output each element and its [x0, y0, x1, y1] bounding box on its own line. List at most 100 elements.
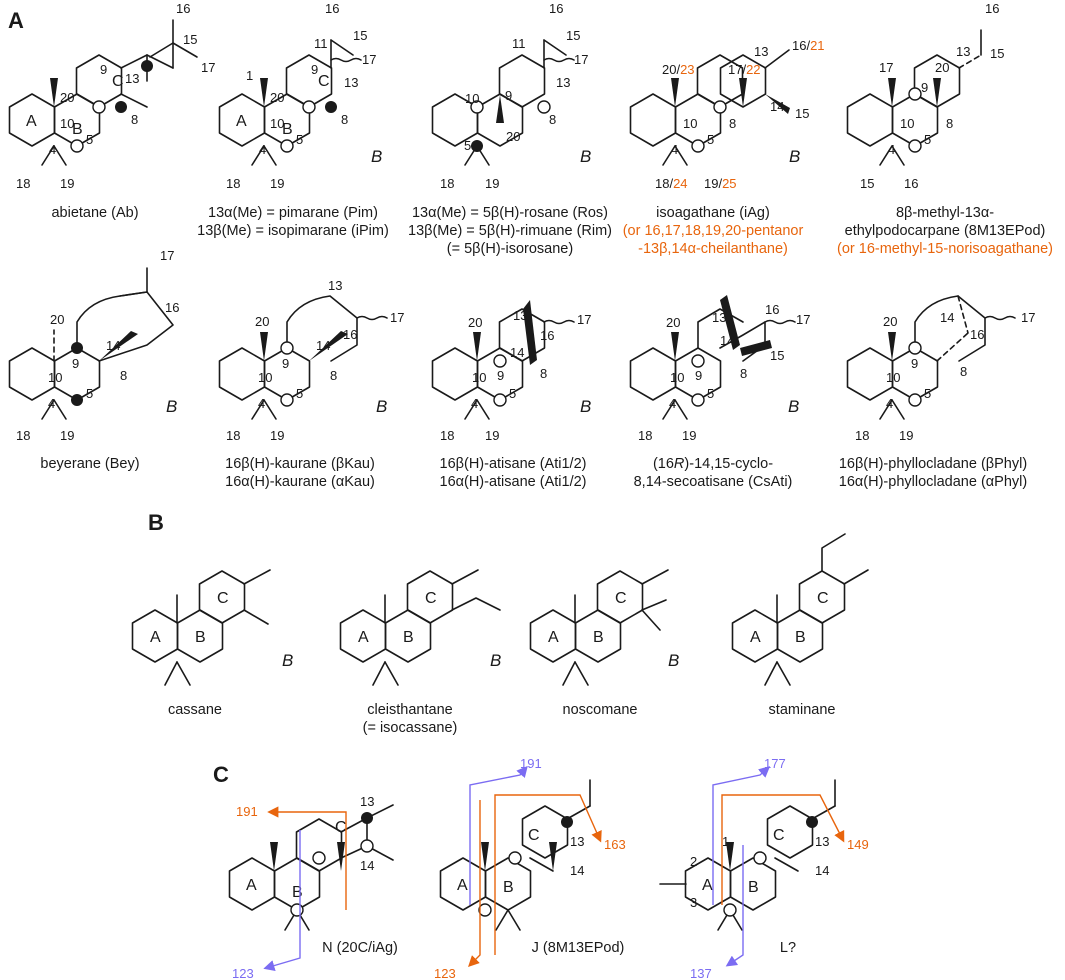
svg-text:9: 9 [911, 356, 918, 371]
panel-label-a: A [8, 8, 24, 33]
svg-text:4: 4 [888, 142, 895, 157]
svg-text:14: 14 [106, 338, 120, 353]
caption-8m13epod-1: 8β-methyl-13α- [896, 205, 994, 221]
caption-isoagathane-3: -13β,14α-cheilanthane) [638, 241, 788, 257]
svg-text:19: 19 [60, 428, 74, 443]
svg-text:A: A [150, 629, 161, 646]
svg-text:9: 9 [505, 88, 512, 103]
svg-text:16: 16 [176, 1, 190, 16]
svg-text:10: 10 [683, 116, 697, 131]
caption-rosane-3: (= 5β(H)-isorosane) [447, 241, 573, 257]
svg-text:18: 18 [16, 428, 30, 443]
svg-text:123: 123 [434, 966, 456, 980]
svg-text:10: 10 [465, 91, 479, 106]
caption-noscomane: noscomane [563, 702, 638, 718]
svg-text:B: B [795, 629, 806, 646]
svg-text:19: 19 [60, 176, 74, 191]
svg-text:4: 4 [49, 142, 56, 157]
svg-text:4: 4 [669, 396, 676, 411]
svg-text:5: 5 [509, 386, 516, 401]
svg-text:17: 17 [390, 310, 404, 325]
svg-text:14: 14 [360, 858, 374, 873]
svg-text:19: 19 [270, 428, 284, 443]
caption-phyllocladane-1: 16β(H)-phyllocladane (βPhyl) [839, 456, 1027, 472]
svg-text:8: 8 [946, 116, 953, 131]
svg-text:C: C [615, 590, 627, 607]
cleisthantane-b-marker: B [490, 651, 501, 670]
caption-rosane-1: 13α(Me) = 5β(H)-rosane (Ros) [412, 205, 608, 221]
svg-text:20: 20 [935, 60, 949, 75]
svg-text:B: B [748, 879, 759, 896]
svg-text:17: 17 [574, 52, 588, 67]
svg-text:14: 14 [510, 345, 524, 360]
svg-text:13: 13 [754, 44, 768, 59]
svg-text:8: 8 [131, 112, 138, 127]
fragment-l-label: L? [780, 940, 796, 956]
svg-text:5: 5 [924, 132, 931, 147]
svg-text:14: 14 [770, 99, 784, 114]
svg-text:13: 13 [570, 834, 584, 849]
svg-text:16: 16 [343, 327, 357, 342]
caption-kaurane-1: 16β(H)-kaurane (βKau) [225, 456, 375, 472]
svg-text:14: 14 [815, 863, 829, 878]
fragment-j-label: J (8M13EPod) [532, 940, 625, 956]
svg-text:C: C [217, 590, 229, 607]
svg-text:17: 17 [201, 60, 215, 75]
svg-text:B: B [72, 121, 83, 138]
caption-cassane: cassane [168, 702, 222, 718]
svg-text:13: 13 [815, 834, 829, 849]
svg-text:5: 5 [296, 132, 303, 147]
caption-isoagathane-2: (or 16,17,18,19,20-pentanor [623, 223, 804, 239]
svg-text:9: 9 [282, 356, 289, 371]
caption-beyerane: beyerane (Bey) [40, 456, 139, 472]
caption-phyllocladane-2: 16α(H)-phyllocladane (αPhyl) [839, 474, 1027, 490]
svg-text:8: 8 [960, 364, 967, 379]
kaurane-b-marker: B [376, 397, 387, 416]
svg-text:17/22: 17/22 [728, 62, 761, 77]
svg-text:A: A [236, 113, 247, 130]
svg-text:5: 5 [924, 386, 931, 401]
svg-text:19: 19 [485, 176, 499, 191]
svg-text:C: C [773, 827, 785, 844]
svg-text:8: 8 [341, 112, 348, 127]
svg-text:9: 9 [695, 368, 702, 383]
svg-text:14: 14 [720, 333, 734, 348]
svg-text:10: 10 [60, 116, 74, 131]
svg-text:15: 15 [353, 28, 367, 43]
svg-text:17: 17 [1021, 310, 1035, 325]
svg-text:9: 9 [921, 80, 928, 95]
svg-text:5: 5 [707, 386, 714, 401]
svg-text:137: 137 [690, 966, 712, 980]
svg-text:10: 10 [258, 370, 272, 385]
svg-text:16: 16 [165, 300, 179, 315]
svg-text:15: 15 [860, 176, 874, 191]
svg-text:16: 16 [549, 1, 563, 16]
svg-text:8: 8 [120, 368, 127, 383]
caption-atisane-2: 16α(H)-atisane (Ati1/2) [440, 474, 587, 490]
svg-text:4: 4 [259, 142, 266, 157]
svg-text:C: C [335, 819, 347, 836]
svg-text:8: 8 [540, 366, 547, 381]
fragment-n-label: N (20C/iAg) [322, 940, 398, 956]
svg-text:5: 5 [296, 386, 303, 401]
csati-b-marker: B [788, 397, 799, 416]
svg-text:19: 19 [682, 428, 696, 443]
svg-text:20: 20 [506, 129, 520, 144]
caption-8m13epod-3: (or 16-methyl-15-norisoagathane) [837, 241, 1053, 257]
svg-text:9: 9 [311, 62, 318, 77]
svg-text:16/21: 16/21 [792, 38, 825, 53]
svg-text:20: 20 [60, 90, 74, 105]
svg-text:19: 19 [485, 428, 499, 443]
svg-text:A: A [750, 629, 761, 646]
svg-text:13: 13 [956, 44, 970, 59]
caption-8m13epod-2: ethylpodocarpane (8M13EPod) [845, 223, 1046, 239]
caption-cleisthantane-2: (= isocassane) [363, 720, 458, 736]
